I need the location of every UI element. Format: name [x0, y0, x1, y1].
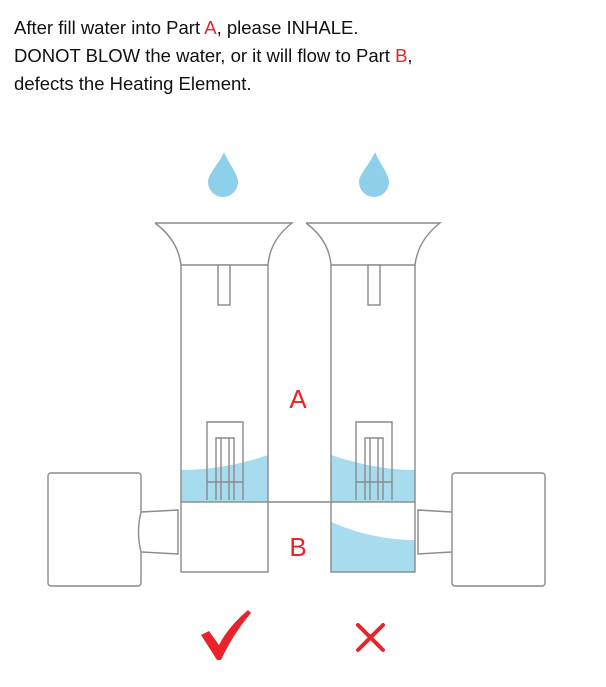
water-in-part-b	[331, 522, 415, 572]
part-a-label: A	[289, 384, 307, 414]
check-mark-icon	[201, 610, 251, 660]
instruction-line-2: DONOT BLOW the water, or it will flow to…	[14, 42, 594, 70]
water-droplet-icon	[208, 152, 238, 197]
instruction-text-segment: DONOT BLOW the water, or it will flow to…	[14, 45, 396, 66]
instruction-line-1: After fill water into Part A, please INH…	[14, 14, 594, 42]
instruction-line-3: defects the Heating Element.	[14, 73, 252, 94]
instruction-text-segment: ,	[407, 45, 413, 66]
device-wrong	[305, 222, 546, 587]
instruction-text-segment: After fill water into Part	[14, 17, 205, 38]
water-droplet-icon	[359, 152, 389, 197]
cross-mark-icon	[356, 623, 385, 652]
part-a-reference: A	[204, 17, 217, 38]
instruction-text-segment: , please INHALE.	[216, 17, 359, 38]
water-level	[181, 455, 268, 502]
water-level	[331, 455, 415, 502]
part-b-reference: B	[395, 45, 408, 66]
part-b-label: B	[289, 532, 306, 562]
device-correct	[47, 222, 295, 587]
instruction-text: After fill water into Part A, please INH…	[14, 14, 594, 98]
